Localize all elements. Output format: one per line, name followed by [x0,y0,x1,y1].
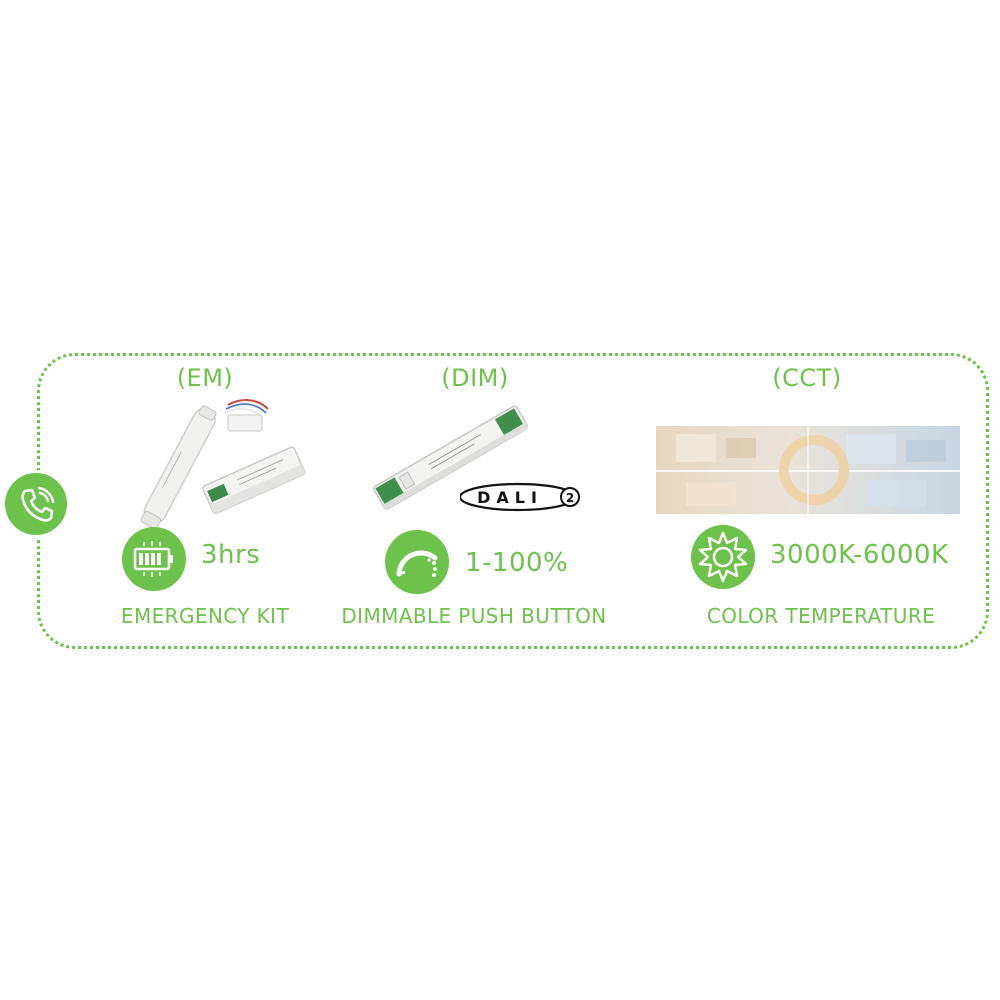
dim-title: (DIM) [441,364,509,392]
phone-button[interactable] [2,470,70,538]
cct-value: 3000K-6000K [770,540,949,570]
dim-label: DIMMABLE PUSH BUTTON [341,604,607,628]
dimmer-badge [385,530,449,594]
dimmable-driver-product-image [373,405,528,511]
phone-icon [21,486,55,522]
dimmer-icon [396,550,438,577]
dim-value: 1-100% [465,548,569,578]
color-temperature-room-image [656,426,960,514]
sun-icon [698,531,748,583]
em-label: EMERGENCY KIT [120,604,290,628]
emergency-kit-product-image [140,399,306,528]
dali-logo-version: 2 [566,491,574,505]
cct-title: (CCT) [772,364,842,392]
dali-logo-text: DALI [477,488,543,507]
cct-label: COLOR TEMPERATURE [706,604,936,628]
dali-logo: DALI 2 [460,482,580,512]
em-title: (EM) [176,364,234,392]
sun-badge [691,525,755,589]
battery-icon [133,541,173,577]
battery-badge [122,527,186,591]
em-value: 3hrs [201,540,261,570]
